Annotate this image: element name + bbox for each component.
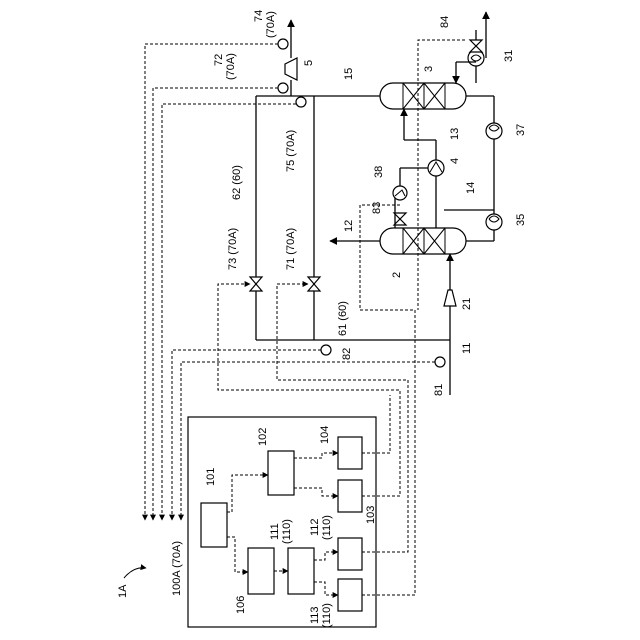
label-14: 14 xyxy=(465,182,477,194)
label-72-sub: (70A) xyxy=(225,53,237,80)
reactor-3 xyxy=(380,83,466,109)
label-106: 106 xyxy=(235,596,247,614)
label-13: 13 xyxy=(449,128,461,140)
block-112 xyxy=(338,538,362,570)
label-74-sub: (70A) xyxy=(265,11,277,38)
label-21: 21 xyxy=(461,298,473,310)
valve-84-icon xyxy=(470,40,482,52)
label-111-sub: (110) xyxy=(281,519,293,544)
label-103: 103 xyxy=(365,506,377,524)
label-75: 75 (70A) xyxy=(285,130,297,172)
block-103 xyxy=(338,480,362,512)
label-102: 102 xyxy=(257,428,269,446)
label-72: 72 xyxy=(213,54,225,66)
compressor-21-icon xyxy=(444,290,456,306)
label-104: 104 xyxy=(319,426,331,444)
valve-73-icon xyxy=(250,277,262,291)
label-112-sub: (110) xyxy=(321,515,333,540)
sensor-75-icon xyxy=(296,97,306,107)
label-5: 5 xyxy=(303,60,315,66)
valve-71-icon xyxy=(308,277,320,291)
label-37: 37 xyxy=(515,124,527,136)
block-111 xyxy=(288,548,314,594)
label-84: 84 xyxy=(439,16,451,28)
block-113 xyxy=(338,579,362,611)
block-102 xyxy=(268,451,294,495)
label-35: 35 xyxy=(515,214,527,226)
label-3: 3 xyxy=(423,66,435,72)
label-73: 73 (70A) xyxy=(227,228,239,270)
label-81: 81 xyxy=(433,384,445,396)
block-101 xyxy=(201,503,227,547)
label-controller: 100A (70A) xyxy=(171,541,183,596)
label-111: 111 xyxy=(269,523,281,540)
compressor-5-icon xyxy=(285,58,297,80)
label-figure-1A: 1A xyxy=(117,584,129,598)
sensor-74-icon xyxy=(278,39,288,49)
label-74: 74 xyxy=(253,10,265,22)
label-82: 82 xyxy=(341,348,353,360)
label-12: 12 xyxy=(343,220,355,232)
label-62: 62 (60) xyxy=(231,165,243,200)
sensor-81-icon xyxy=(435,357,445,367)
block-104 xyxy=(338,437,362,469)
sensor-72-icon xyxy=(278,83,288,93)
label-11: 11 xyxy=(461,343,473,354)
label-38: 38 xyxy=(373,166,385,178)
block-106 xyxy=(248,548,274,594)
label-2: 2 xyxy=(391,272,403,278)
label-113-sub: (110) xyxy=(321,603,333,628)
label-101: 101 xyxy=(205,468,217,486)
label-4: 4 xyxy=(449,158,461,164)
valve-83-icon xyxy=(394,213,406,225)
label-83: 83 xyxy=(371,202,383,214)
heater-38-icon xyxy=(393,186,407,200)
reactor-2 xyxy=(380,228,466,254)
label-113: 113 xyxy=(309,606,321,624)
label-61: 61 (60) xyxy=(337,301,349,336)
label-31: 31 xyxy=(503,50,515,62)
label-112: 112 xyxy=(309,518,321,536)
label-71: 71 (70A) xyxy=(285,228,297,270)
label-15: 15 xyxy=(343,68,355,80)
sensor-82-icon xyxy=(321,345,331,355)
